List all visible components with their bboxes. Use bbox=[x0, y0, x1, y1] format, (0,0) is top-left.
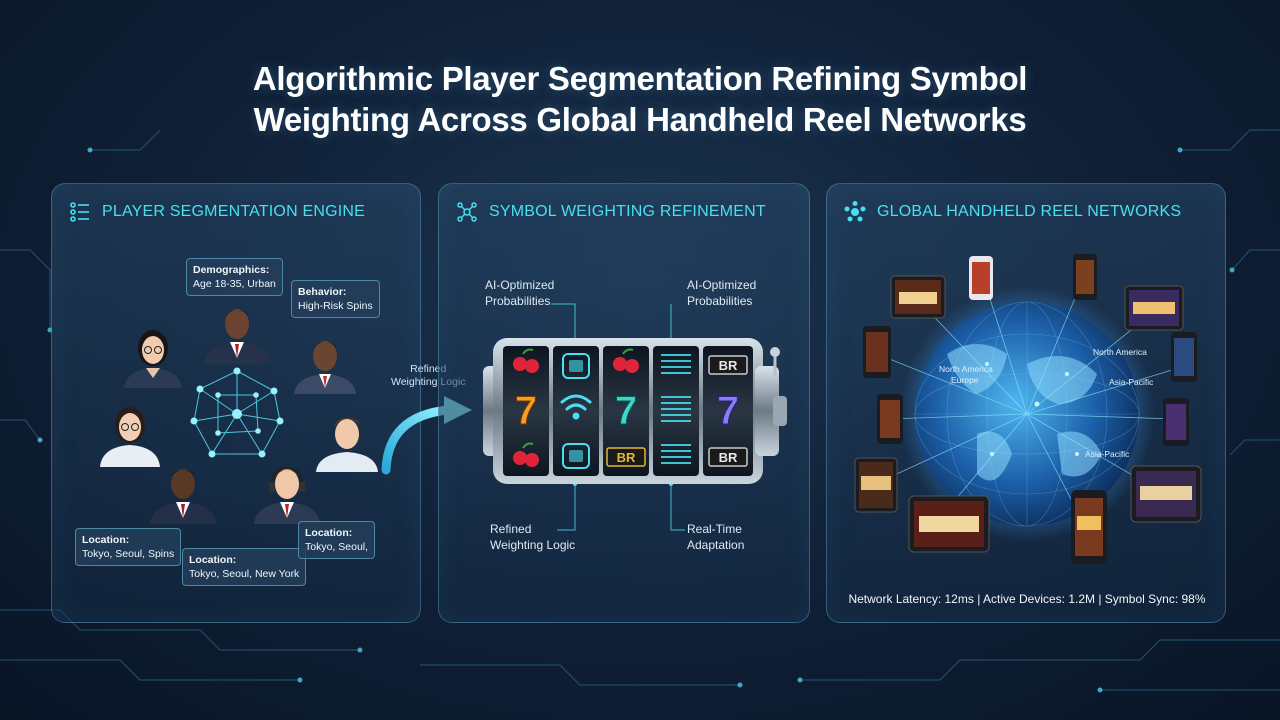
phone-device bbox=[969, 256, 993, 300]
global-networks-panel: GLOBAL HANDHELD REEL NETWORKS bbox=[826, 183, 1226, 623]
phone-device bbox=[877, 394, 903, 444]
tablet-device bbox=[890, 275, 946, 319]
label-real-time-adaptation: Real-Time Adaptation bbox=[687, 521, 744, 553]
callout-title: Demographics: bbox=[193, 264, 270, 276]
label-line-1: Real-Time bbox=[687, 522, 742, 536]
avatar-man-headset bbox=[254, 466, 320, 524]
cherry-icon bbox=[513, 442, 539, 467]
bar-icon: BR bbox=[708, 355, 748, 375]
tablet-device bbox=[1124, 285, 1184, 331]
callout-title: Location: bbox=[189, 554, 237, 566]
label-ai-probabilities-right: AI-Optimized Probabilities bbox=[687, 277, 756, 309]
bar-text: BR bbox=[719, 450, 738, 465]
ai-chip-icon bbox=[562, 353, 590, 469]
panel-header: SYMBOL WEIGHTING REFINEMENT bbox=[455, 200, 766, 224]
label-line-1: AI-Optimized bbox=[687, 278, 757, 292]
bar-icon: BR bbox=[606, 447, 646, 467]
panel-title: GLOBAL HANDHELD REEL NETWORKS bbox=[877, 203, 1182, 220]
title-line-1: Algorithmic Player Segmentation Refining… bbox=[252, 60, 1028, 97]
callout-text: Tokyo, Seoul, Spins bbox=[82, 548, 175, 560]
avatar-man-suit bbox=[204, 309, 270, 364]
seven-icon: 7 bbox=[615, 389, 637, 433]
avatar-woman-glasses-2 bbox=[100, 407, 160, 467]
wifi-icon bbox=[560, 394, 592, 420]
bar-text: BR bbox=[719, 358, 738, 373]
globe-network-graphic bbox=[854, 254, 1202, 564]
location-callout-b: Location: Tokyo, Seoul, New York bbox=[182, 548, 307, 586]
symbol-weighting-panel: SYMBOL WEIGHTING REFINEMENT AI-Optimized… bbox=[438, 183, 810, 623]
demographics-callout: Demographics: Age 18-35, Urban bbox=[186, 258, 283, 296]
region-label-europe-1: North America bbox=[939, 364, 993, 374]
label-line-2: Probabilities bbox=[485, 294, 551, 308]
label-line-1: AI-Optimized bbox=[485, 278, 555, 292]
network-stats: Network Latency: 12ms | Active Devices: … bbox=[848, 592, 1206, 606]
network-nodes-icon bbox=[457, 202, 477, 222]
label-line-2: Adaptation bbox=[687, 538, 745, 552]
callout-text: Tokyo, Seoul, New York bbox=[189, 568, 300, 580]
list-icon bbox=[70, 202, 89, 222]
phone-device bbox=[1071, 490, 1107, 564]
phone-device bbox=[1073, 254, 1097, 300]
arrow-label-line-1: Refined bbox=[410, 363, 447, 375]
callout-title: Location: bbox=[305, 527, 353, 539]
binary-icon bbox=[661, 354, 691, 464]
cherry-icon bbox=[613, 348, 639, 373]
label-line-2: Weighting Logic bbox=[490, 538, 576, 552]
slot-reel-machine: 7 7 7 BR BR BR bbox=[483, 338, 787, 484]
globe-nodes-icon bbox=[844, 201, 866, 222]
panel-title: SYMBOL WEIGHTING REFINEMENT bbox=[489, 203, 766, 220]
seven-icon: 7 bbox=[515, 389, 537, 433]
tablet-device bbox=[854, 457, 898, 513]
location-callout-c: Location: Tokyo, Seoul, bbox=[298, 521, 376, 559]
region-label-europe-2: Europe bbox=[951, 375, 979, 385]
callout-text: Age 18-35, Urban bbox=[193, 278, 276, 290]
callout-text: Tokyo, Seoul, bbox=[305, 541, 369, 553]
player-segmentation-panel: PLAYER SEGMENTATION ENGINE bbox=[51, 183, 421, 623]
segmentation-network-graphic bbox=[190, 367, 284, 458]
avatar-man-smiling bbox=[294, 341, 356, 394]
panel-header: GLOBAL HANDHELD REEL NETWORKS bbox=[843, 200, 1181, 224]
cherry-icon bbox=[513, 348, 539, 373]
label-ai-probabilities-left: AI-Optimized Probabilities bbox=[485, 277, 554, 309]
region-label-asia-pacific-2: Asia-Pacific bbox=[1085, 449, 1130, 459]
phone-device bbox=[1171, 332, 1197, 382]
seven-icon: 7 bbox=[717, 389, 739, 433]
label-line-1: Refined bbox=[490, 522, 532, 536]
region-label-north-america: North America bbox=[1093, 347, 1147, 357]
tablet-device bbox=[1130, 465, 1202, 523]
behavior-callout: Behavior: High-Risk Spins bbox=[291, 280, 380, 318]
label-refined-weighting: Refined Weighting Logic bbox=[490, 521, 575, 553]
panel-title: PLAYER SEGMENTATION ENGINE bbox=[102, 203, 366, 220]
avatar-man-suit-2 bbox=[150, 469, 216, 524]
phone-device bbox=[1163, 398, 1189, 446]
tablet-device bbox=[908, 495, 990, 553]
panel-header: PLAYER SEGMENTATION ENGINE bbox=[68, 200, 365, 224]
bar-text: BR bbox=[617, 450, 636, 465]
page-title: Algorithmic Player Segmentation Refining… bbox=[0, 58, 1280, 140]
callout-text: High-Risk Spins bbox=[298, 300, 373, 312]
avatar-woman-glasses bbox=[124, 330, 182, 388]
location-callout-a: Location: Tokyo, Seoul, Spins bbox=[75, 528, 182, 566]
title-line-2: Weighting Across Global Handheld Reel Ne… bbox=[253, 101, 1027, 138]
phone-device bbox=[863, 326, 891, 378]
callout-title: Behavior: bbox=[298, 286, 347, 298]
region-label-asia-pacific-1: Asia-Pacific bbox=[1109, 377, 1154, 387]
avatar-man-young bbox=[316, 418, 378, 472]
bar-icon: BR bbox=[708, 447, 748, 467]
label-line-2: Probabilities bbox=[687, 294, 753, 308]
callout-title: Location: bbox=[82, 534, 130, 546]
